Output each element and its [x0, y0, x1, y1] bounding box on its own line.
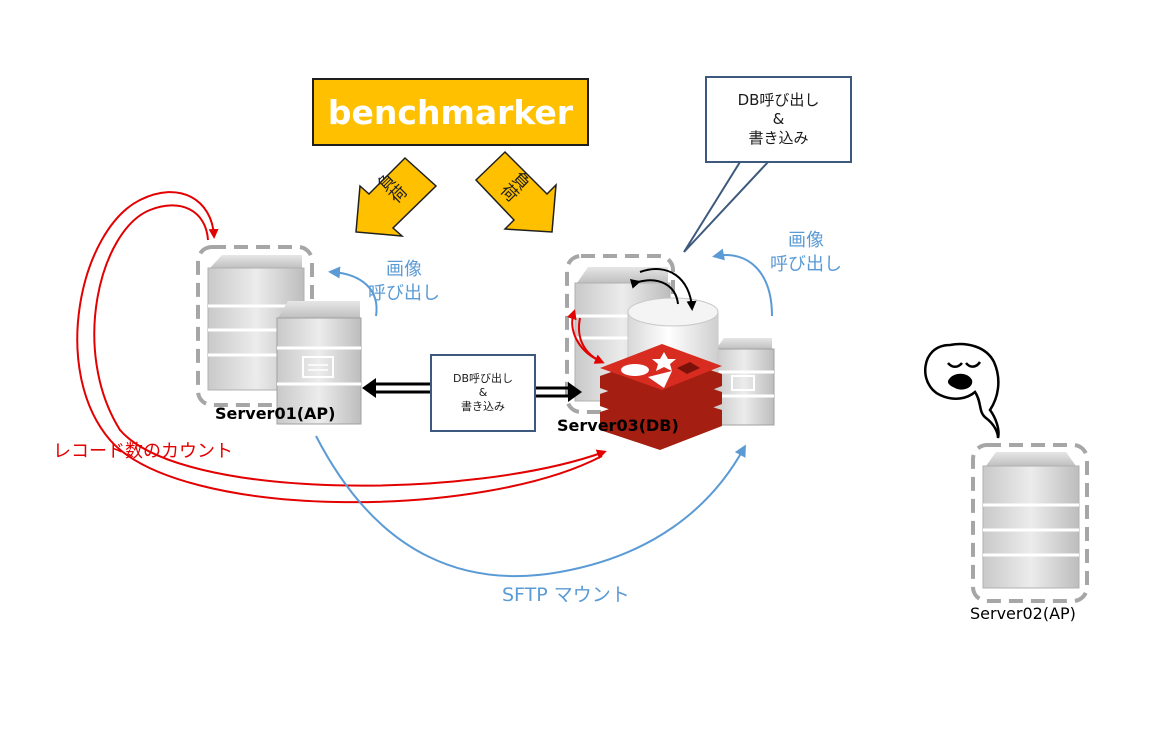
image-call-arrow-right — [712, 248, 773, 317]
benchmarker-label: benchmarker — [327, 92, 574, 132]
db-call-line2: & — [478, 386, 488, 400]
server02-group — [971, 443, 1089, 603]
image-call-left-line1: 画像 — [386, 259, 422, 280]
image-call-arrow-left — [328, 266, 378, 317]
server01-group — [196, 245, 362, 425]
sftp-mount-arrow — [315, 435, 746, 578]
db-call-line1: DB呼び出し — [452, 372, 514, 386]
image-call-label-right: 画像 呼び出し — [760, 229, 852, 277]
server03-group — [565, 254, 775, 450]
db-call-box: DB呼び出し & 書き込み — [430, 354, 536, 432]
sftp-mount-label: SFTP マウント — [502, 584, 630, 606]
db-callout-line1: DB呼び出し — [737, 91, 820, 110]
db-red-arc-2 — [578, 317, 605, 364]
redis-logo — [600, 344, 722, 450]
image-call-left-line2: 呼び出し — [368, 283, 440, 304]
db-callout-line2: & — [772, 110, 785, 129]
record-count-arc-outer — [76, 191, 603, 504]
callout-tail — [683, 161, 771, 253]
load-arrow-left — [355, 156, 438, 237]
record-count-label: レコード数のカウント — [53, 441, 233, 462]
load-arrow-right — [474, 150, 557, 233]
image-call-right-line1: 画像 — [788, 230, 824, 251]
server02-label: Server02(AP) — [970, 604, 1076, 623]
db-call-line3: 書き込み — [461, 399, 505, 413]
benchmarker-box: benchmarker — [312, 78, 589, 146]
db-curve-arrow-2 — [629, 279, 679, 305]
data-connection-arrows — [362, 378, 582, 402]
image-call-right-line2: 呼び出し — [770, 254, 842, 275]
record-count-arc-inner — [93, 204, 607, 487]
server03-label: Server03(DB) — [557, 416, 679, 435]
image-call-label-left: 画像 呼び出し — [360, 258, 448, 306]
db-callout-box: DB呼び出し & 書き込み — [705, 76, 852, 163]
db-callout-line3: 書き込み — [748, 128, 809, 147]
ghost-icon — [924, 342, 1000, 439]
db-curve-arrow-1 — [639, 268, 697, 311]
server01-label: Server01(AP) — [215, 404, 336, 423]
